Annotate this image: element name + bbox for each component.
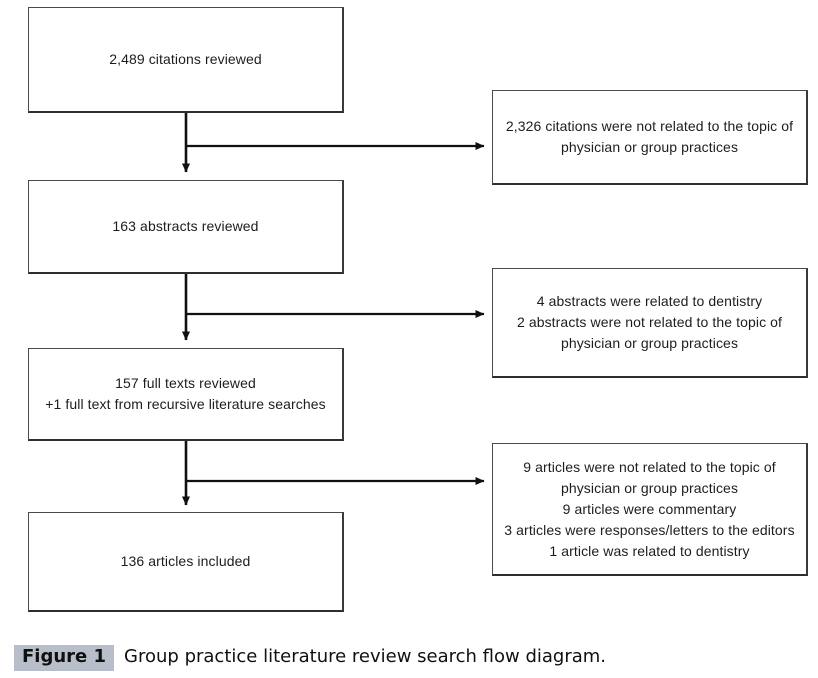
flow-node-excluded-citations-label: 2,326 citations were not related to the … xyxy=(505,118,794,155)
flow-node-articles-included-label: 136 articles included xyxy=(120,553,251,569)
figure-number-label: Figure 1 xyxy=(14,645,115,671)
flow-node-citations-reviewed: 2,489 citations reviewed xyxy=(28,7,344,113)
flow-node-excluded-articles: 9 articles were not related to the topic… xyxy=(492,443,808,576)
flow-node-full-texts-reviewed-label: 157 full texts reviewed +1 full text fro… xyxy=(45,375,326,412)
figure-caption: Figure 1 Group practice literature revie… xyxy=(14,645,606,671)
flow-node-full-texts-reviewed: 157 full texts reviewed +1 full text fro… xyxy=(28,348,344,441)
flow-node-articles-included: 136 articles included xyxy=(28,512,344,612)
flow-node-excluded-citations: 2,326 citations were not related to the … xyxy=(492,90,808,185)
figure-caption-text: Group practice literature review search … xyxy=(124,646,607,667)
flow-node-excluded-articles-label: 9 articles were not related to the topic… xyxy=(504,458,795,559)
flow-node-abstracts-reviewed-label: 163 abstracts reviewed xyxy=(112,218,259,234)
flow-diagram: 2,489 citations reviewed 163 abstracts r… xyxy=(28,7,808,612)
flow-node-citations-reviewed-label: 2,489 citations reviewed xyxy=(109,51,262,67)
flow-node-excluded-abstracts-label: 4 abstracts were related to dentistry 2 … xyxy=(516,293,783,351)
flow-node-excluded-abstracts: 4 abstracts were related to dentistry 2 … xyxy=(492,268,808,378)
flow-node-abstracts-reviewed: 163 abstracts reviewed xyxy=(28,180,344,274)
